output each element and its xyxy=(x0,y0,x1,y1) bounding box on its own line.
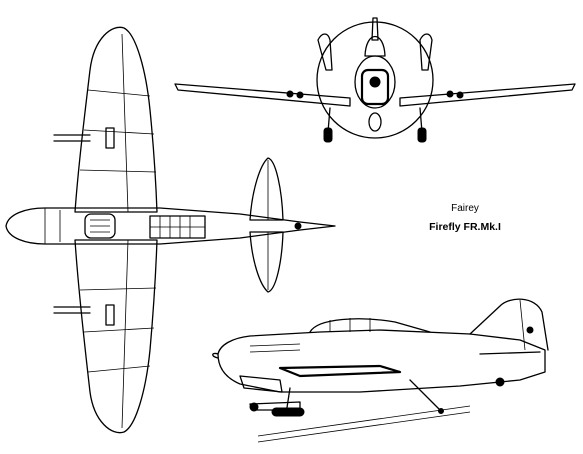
aircraft-manufacturer-label: Fairey xyxy=(451,203,479,214)
plan-tailplane xyxy=(249,157,284,221)
aircraft-model-label: Firefly FR.Mk.I xyxy=(429,221,501,233)
plan-fuselage xyxy=(5,207,336,245)
front-view xyxy=(174,17,576,143)
side-view xyxy=(212,298,549,443)
side-fuselage xyxy=(217,329,546,393)
plan-upper-wing xyxy=(74,26,158,213)
plan-view xyxy=(5,26,336,434)
front-wing xyxy=(174,83,351,107)
side-fin xyxy=(469,298,549,351)
front-propeller-disc xyxy=(316,21,434,139)
ground-line xyxy=(257,405,471,443)
plan-lower-wing xyxy=(74,239,158,434)
